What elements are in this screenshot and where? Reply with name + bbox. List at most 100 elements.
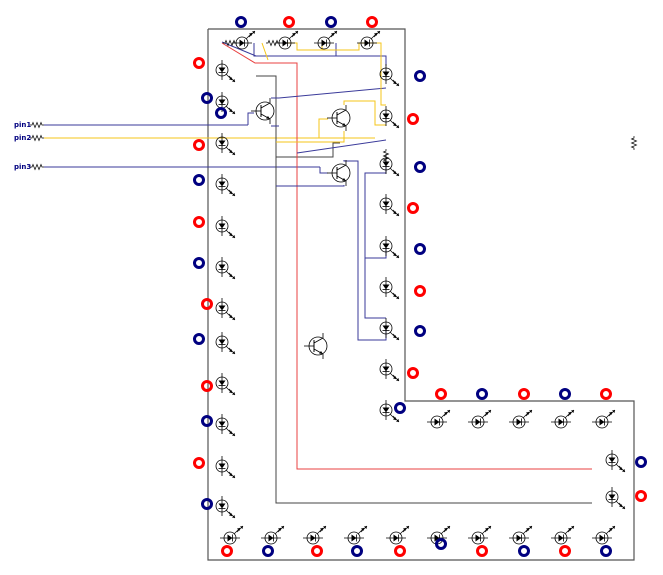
pad-blue[interactable]	[435, 538, 447, 550]
led-icon	[215, 256, 236, 280]
pad-blue[interactable]	[635, 456, 647, 468]
pad-red[interactable]	[435, 388, 447, 400]
pad-red[interactable]	[283, 16, 295, 28]
pad-red[interactable]	[407, 113, 419, 125]
led-icon	[215, 413, 236, 437]
led-icon	[379, 276, 400, 300]
led-icon	[426, 409, 451, 429]
pad-red[interactable]	[635, 490, 647, 502]
pad-blue[interactable]	[193, 174, 205, 186]
led-icon	[215, 331, 236, 355]
pad-red[interactable]	[407, 202, 419, 214]
input-wires	[44, 124, 375, 168]
pin-2-label: pin2	[14, 134, 31, 142]
pad-blue[interactable]	[394, 402, 406, 414]
pad-red[interactable]	[476, 545, 488, 557]
led-icon	[215, 455, 236, 479]
led-icon	[215, 173, 236, 197]
pin-1-label: pin1	[14, 121, 31, 129]
led-icon	[591, 525, 616, 545]
transistors	[250, 97, 351, 360]
pad-blue[interactable]	[414, 70, 426, 82]
transistor-icon	[326, 104, 351, 132]
pin-3[interactable]: pin3	[14, 163, 45, 171]
board-outline	[207, 28, 635, 561]
led-icon	[215, 132, 236, 156]
led-icon	[379, 193, 400, 217]
pad-blue[interactable]	[235, 16, 247, 28]
transistor-icon	[326, 159, 351, 187]
pad-blue[interactable]	[201, 92, 213, 104]
led-icon	[379, 317, 400, 341]
led-icon	[379, 235, 400, 259]
led-icon	[356, 30, 381, 50]
pad-blue[interactable]	[193, 257, 205, 269]
pin-1[interactable]: pin1	[14, 121, 45, 129]
pad-red[interactable]	[311, 545, 323, 557]
transistor-icon	[303, 332, 328, 360]
pad-red[interactable]	[414, 285, 426, 297]
pad-blue[interactable]	[600, 545, 612, 557]
pad-red[interactable]	[394, 545, 406, 557]
pad-red[interactable]	[201, 380, 213, 392]
pad-red[interactable]	[518, 388, 530, 400]
transistor-icon	[250, 97, 275, 125]
pad-red[interactable]	[366, 16, 378, 28]
pad-blue[interactable]	[201, 415, 213, 427]
resistor-icon	[631, 135, 637, 151]
led-icon	[605, 449, 626, 473]
led-icon	[467, 409, 492, 429]
led-icon	[605, 486, 626, 510]
led-icon	[260, 525, 285, 545]
pin-3-label: pin3	[14, 163, 31, 171]
pin-2[interactable]: pin2	[14, 134, 45, 142]
led-icon	[215, 297, 236, 321]
pad-red[interactable]	[559, 545, 571, 557]
led-icon	[550, 525, 575, 545]
pad-blue[interactable]	[414, 325, 426, 337]
led-icon	[215, 59, 236, 83]
pad-red[interactable]	[193, 139, 205, 151]
led-icon	[379, 63, 400, 87]
led-icon	[591, 409, 616, 429]
pad-red[interactable]	[193, 216, 205, 228]
led-icon	[302, 525, 327, 545]
pad-blue[interactable]	[518, 545, 530, 557]
led-icon	[274, 30, 299, 50]
pad-blue[interactable]	[325, 16, 337, 28]
led-icon	[379, 358, 400, 382]
led-icon	[343, 525, 368, 545]
led-icon	[550, 409, 575, 429]
led-icon	[215, 495, 236, 519]
pad-red[interactable]	[221, 545, 233, 557]
led-icon	[467, 525, 492, 545]
pad-blue[interactable]	[201, 498, 213, 510]
pad-red[interactable]	[193, 457, 205, 469]
pad-red[interactable]	[193, 57, 205, 69]
pad-blue[interactable]	[193, 333, 205, 345]
pad-blue[interactable]	[215, 107, 227, 119]
pad-array	[193, 16, 647, 557]
pad-blue[interactable]	[476, 388, 488, 400]
led-icon	[215, 372, 236, 396]
board-resistors	[222, 40, 637, 164]
pad-red[interactable]	[201, 298, 213, 310]
pad-blue[interactable]	[414, 161, 426, 173]
led-icon	[313, 30, 338, 50]
pad-red[interactable]	[407, 367, 419, 379]
led-icon	[508, 525, 533, 545]
pad-blue[interactable]	[414, 243, 426, 255]
led-icon	[215, 215, 236, 239]
pad-blue[interactable]	[351, 545, 363, 557]
resistor-icon	[29, 164, 45, 170]
resistor-icon	[29, 122, 45, 128]
internal-wires	[221, 41, 592, 504]
resistor-icon	[29, 135, 45, 141]
pad-blue[interactable]	[262, 545, 274, 557]
pad-blue[interactable]	[559, 388, 571, 400]
led-icon	[231, 30, 256, 50]
pad-red[interactable]	[600, 388, 612, 400]
led-icon	[385, 525, 410, 545]
led-icon	[219, 525, 244, 545]
